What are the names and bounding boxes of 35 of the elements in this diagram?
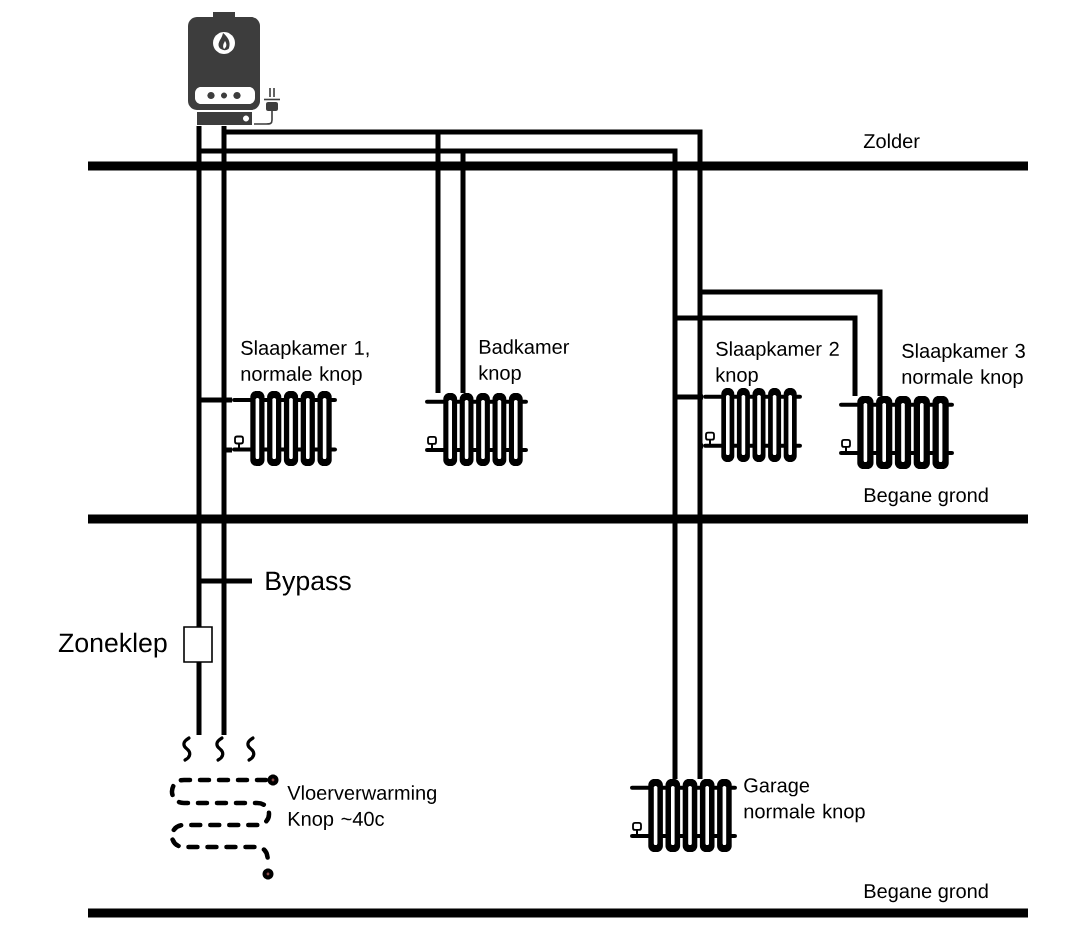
radiator — [425, 393, 528, 466]
pipe — [672, 397, 678, 779]
pipe — [697, 446, 703, 779]
floor-heating-coil — [169, 736, 279, 880]
pipe — [700, 443, 703, 449]
pipe — [435, 132, 441, 393]
pipe — [224, 129, 438, 135]
pipe — [463, 148, 678, 318]
pipe — [672, 318, 678, 397]
room-label: Slaapkamer 3 normale knop — [902, 343, 1025, 388]
pipe — [196, 400, 202, 627]
room-label: Badkamer knop — [479, 339, 570, 384]
pipe-label: Bypass — [266, 571, 351, 596]
boiler — [188, 12, 281, 125]
floor-label: Zolder — [863, 133, 920, 149]
pipe — [700, 289, 883, 396]
radiator — [839, 396, 954, 469]
room-label: Slaapkamer 1, normale knop — [241, 340, 369, 385]
pipe — [199, 397, 232, 403]
pipe — [675, 315, 858, 396]
floor-label: Begane grond — [864, 883, 988, 903]
pipe — [697, 292, 703, 446]
valve-label: Zoneklep — [58, 632, 167, 658]
floor-label: Begane grond — [864, 487, 988, 507]
room-label: Slaapkamer 2 knop — [716, 341, 839, 386]
room-label: Garage normale knop — [744, 778, 865, 823]
radiator — [703, 388, 802, 462]
radiator — [232, 391, 337, 466]
radiator — [630, 779, 737, 852]
pipe — [221, 450, 227, 735]
room-label: Vloerverwarming Knop ~40c — [287, 785, 436, 830]
pipe — [438, 129, 703, 292]
valve-box — [183, 626, 213, 663]
pipe — [196, 151, 202, 400]
pipe — [196, 662, 202, 735]
